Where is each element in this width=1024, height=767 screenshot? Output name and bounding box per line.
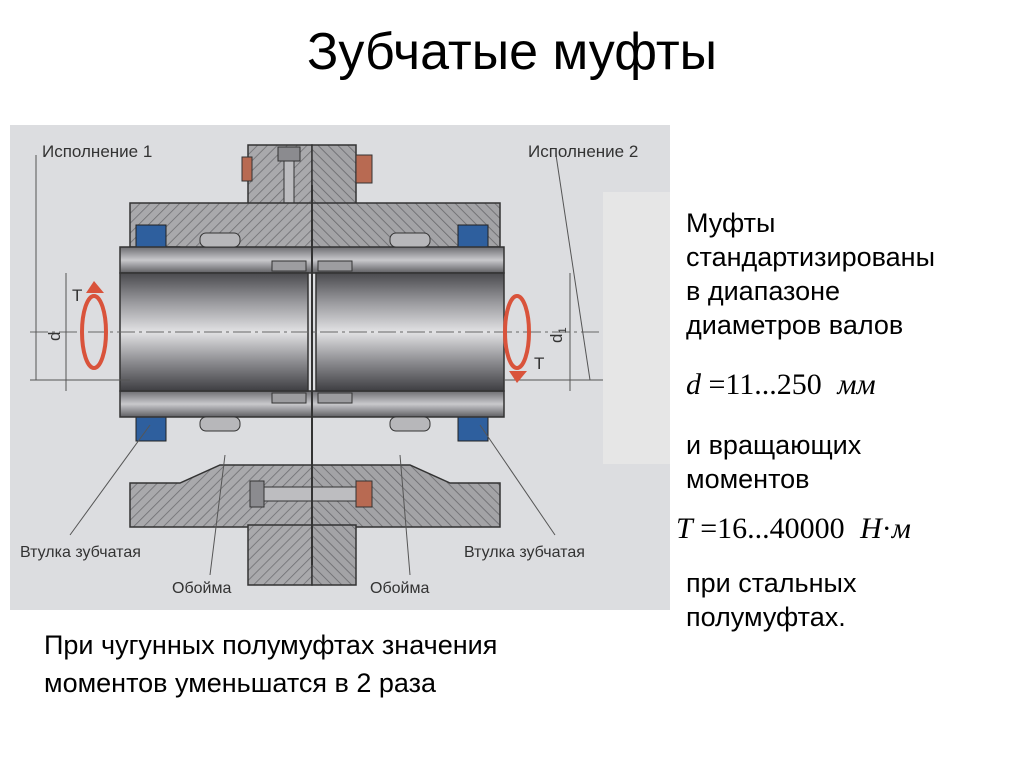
label-execution-2: Исполнение 2 <box>528 142 638 161</box>
text-line: и вращающих <box>686 430 862 460</box>
text-block-3: при стальных полумуфтах. <box>686 566 856 634</box>
nut-top-left <box>241 156 253 182</box>
text-line: в диапазоне <box>686 276 841 306</box>
dim-label-d1: d1 <box>547 327 569 343</box>
torque-arrowhead-left <box>86 281 104 293</box>
flange-bottom-left <box>247 524 313 586</box>
dim-label-d: d <box>45 332 64 341</box>
leader-bushing-right <box>479 424 556 536</box>
note-line: моментов уменьшатся в 2 раза <box>44 668 437 698</box>
label-execution-1: Исполнение 1 <box>42 142 152 161</box>
text-line: при стальных <box>686 568 857 598</box>
note-line: При чугунных полумуфтах значения <box>44 630 498 660</box>
text-line: Муфты <box>686 208 776 238</box>
coupling-drawing: Исполнение 1 Исполнение 2 Втулка зубчата… <box>10 125 670 610</box>
gray-strip <box>603 192 670 464</box>
leader-clip-right <box>399 454 411 576</box>
formula-dot: · <box>881 512 892 545</box>
text-line: диаметров валов <box>686 310 904 340</box>
formula-range: 11...250 <box>725 368 822 401</box>
nut-bottom <box>355 480 373 508</box>
torque-arrow-left <box>80 294 108 370</box>
formula-range: 16...40000 <box>717 512 845 545</box>
torque-label-right: T <box>534 354 544 373</box>
label-bushing-right: Втулка зубчатая <box>464 544 585 561</box>
formula-op: = <box>700 512 718 545</box>
text-line: стандартизированы <box>686 242 935 272</box>
label-clip-right: Обойма <box>370 580 429 597</box>
formula-torque: T =16...40000 Н·м <box>676 512 911 546</box>
formula-var: T <box>676 512 693 545</box>
formula-var: d <box>686 368 701 401</box>
bottom-note: При чугунных полумуфтах значения моменто… <box>44 626 664 702</box>
formula-unit-n: Н <box>860 512 882 545</box>
nut-top <box>355 154 373 184</box>
formula-unit: мм <box>837 368 876 401</box>
page-title: Зубчатые муфты <box>306 23 718 81</box>
torque-arrowhead-right <box>509 371 527 383</box>
bolt-head-bottom <box>249 480 265 508</box>
leader-bushing-left <box>69 424 151 536</box>
flange-top-right <box>311 144 357 206</box>
formula-unit-m: м <box>891 512 911 545</box>
torque-label-left: T <box>72 286 82 305</box>
dim-line-right <box>555 154 591 381</box>
text-block-1: Муфты стандартизированы в диапазоне диам… <box>686 206 935 342</box>
label-clip-left: Обойма <box>172 580 231 597</box>
leader-clip-left <box>209 454 226 576</box>
flange-bottom-right <box>311 524 357 586</box>
text-block-2: и вращающих моментов <box>686 428 861 496</box>
formula-diameter: d =11...250 мм <box>686 368 876 402</box>
torque-arrow-right <box>503 294 531 370</box>
text-line: полумуфтах. <box>686 602 846 632</box>
formula-op: = <box>708 368 726 401</box>
teeth <box>199 232 431 432</box>
label-bushing-left: Втулка зубчатая <box>20 544 141 561</box>
text-line: моментов <box>686 464 810 494</box>
bolt-head-top <box>277 146 301 162</box>
